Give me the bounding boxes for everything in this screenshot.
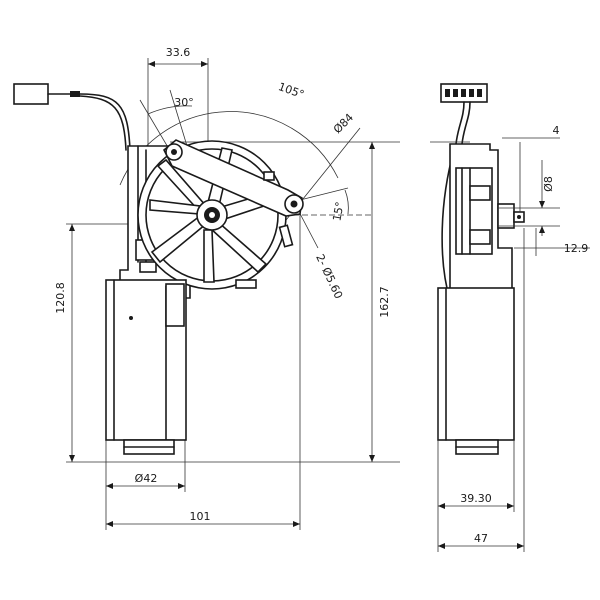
dim-101: 101 [190, 510, 211, 523]
dim-dia-84: Ø84 [331, 111, 356, 136]
dim-4: 4 [553, 124, 560, 137]
dim-12-9: 12.9 [564, 242, 589, 255]
side-motor-can [437, 287, 515, 441]
dim-15-deg: 15° [330, 201, 346, 222]
dim-30-deg: 30° [174, 96, 194, 109]
dim-120-8: 120.8 [54, 282, 67, 314]
dim-dia-8: Ø8 [542, 176, 555, 192]
dim-162-7: 162.7 [378, 286, 391, 318]
dim-dia-42: Ø42 [135, 472, 158, 485]
dim-47: 47 [474, 532, 488, 545]
front-view [13, 83, 304, 455]
dim-33-6: 33.6 [166, 46, 191, 59]
dim-holes: 2- Ø5.60 [313, 252, 345, 301]
dim-105-deg: 105° [277, 80, 306, 101]
side-view [430, 83, 590, 552]
dimension-lines-front [66, 58, 400, 530]
connector-plug [13, 83, 49, 105]
dim-39-30: 39.30 [460, 492, 492, 505]
